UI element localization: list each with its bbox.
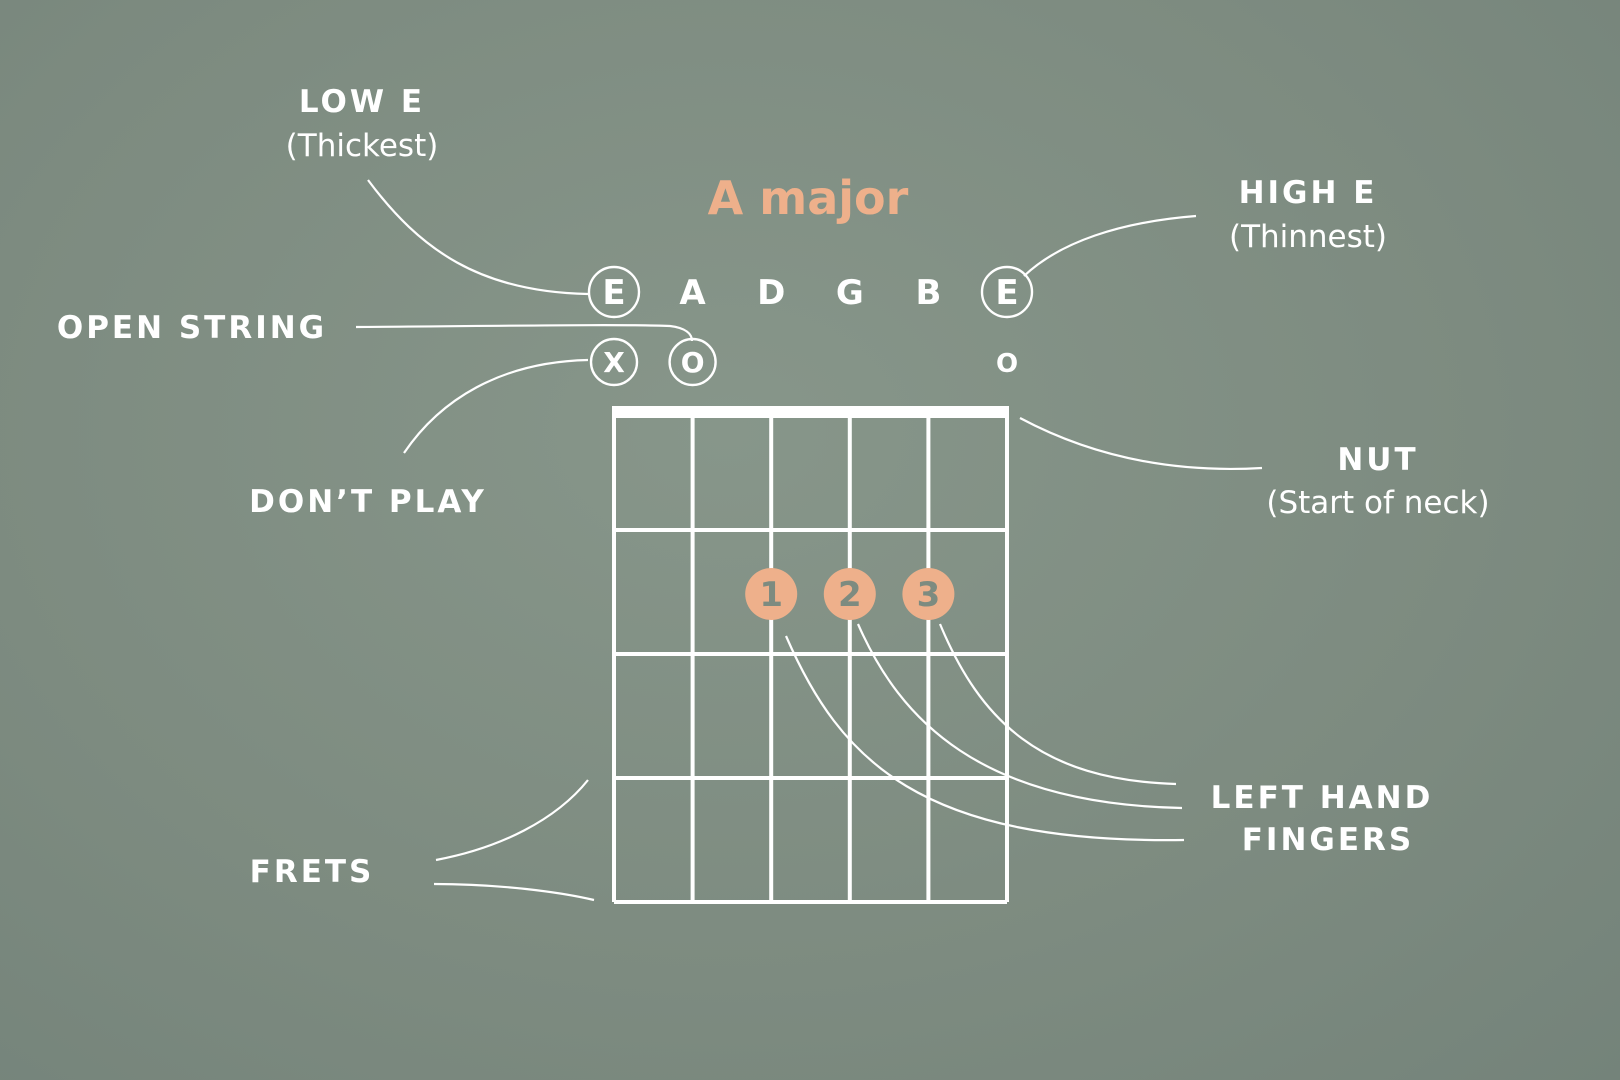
open-string-marker: O — [996, 349, 1018, 379]
high-e-callout-line — [1023, 214, 1197, 277]
muted-string-marker: X — [603, 346, 625, 379]
low-e-callout-line — [367, 179, 589, 296]
string-name: D — [757, 273, 785, 313]
nut-sub-label: (Start of neck) — [1266, 485, 1489, 521]
fretboard — [612, 406, 1009, 904]
finger-dot — [745, 568, 798, 620]
finger-number: 1 — [759, 575, 783, 615]
frets-label: FRETS — [250, 854, 375, 890]
finger-dot — [823, 568, 876, 620]
nut-callout-line — [1019, 417, 1263, 470]
dont-play-label: DON’T PLAY — [249, 484, 487, 520]
string-name: E — [995, 273, 1018, 313]
finger-2-callout-line — [856, 623, 1183, 810]
finger-1-callout-line — [784, 635, 1185, 842]
frets-callout-line-upper — [435, 779, 589, 862]
finger-3-callout-line — [938, 623, 1177, 786]
string-marker-circle — [589, 337, 639, 387]
high-e-sub-label: (Thinnest) — [1229, 219, 1387, 255]
string-marker-circle — [668, 337, 717, 387]
high-e-label: HIGH E — [1239, 175, 1378, 211]
open-string-callout-line — [355, 324, 694, 342]
finger-dot — [902, 568, 955, 620]
finger-positions: 1 2 3 — [745, 568, 955, 620]
frets-callout-line-lower — [433, 882, 595, 902]
open-string-label: OPEN STRING — [57, 310, 327, 346]
string-name-circle — [980, 265, 1034, 319]
string-name: B — [915, 273, 941, 313]
finger-number: 3 — [917, 575, 941, 615]
string-name: E — [602, 273, 625, 313]
nut-bar — [612, 406, 1009, 418]
string-name: A — [679, 273, 706, 313]
open-string-marker: O — [681, 346, 705, 379]
low-e-label: LOW E — [299, 84, 425, 120]
low-e-sub-label: (Thickest) — [286, 128, 439, 164]
string-name: G — [836, 273, 864, 313]
left-hand-label-line1: LEFT HAND — [1211, 780, 1434, 816]
chord-title: A major — [708, 171, 909, 225]
nut-label: NUT — [1337, 442, 1418, 478]
string-name-circle — [587, 265, 641, 319]
finger-number: 2 — [838, 575, 862, 615]
left-hand-label-line2: FINGERS — [1242, 822, 1414, 858]
dont-play-callout-line — [403, 358, 589, 454]
